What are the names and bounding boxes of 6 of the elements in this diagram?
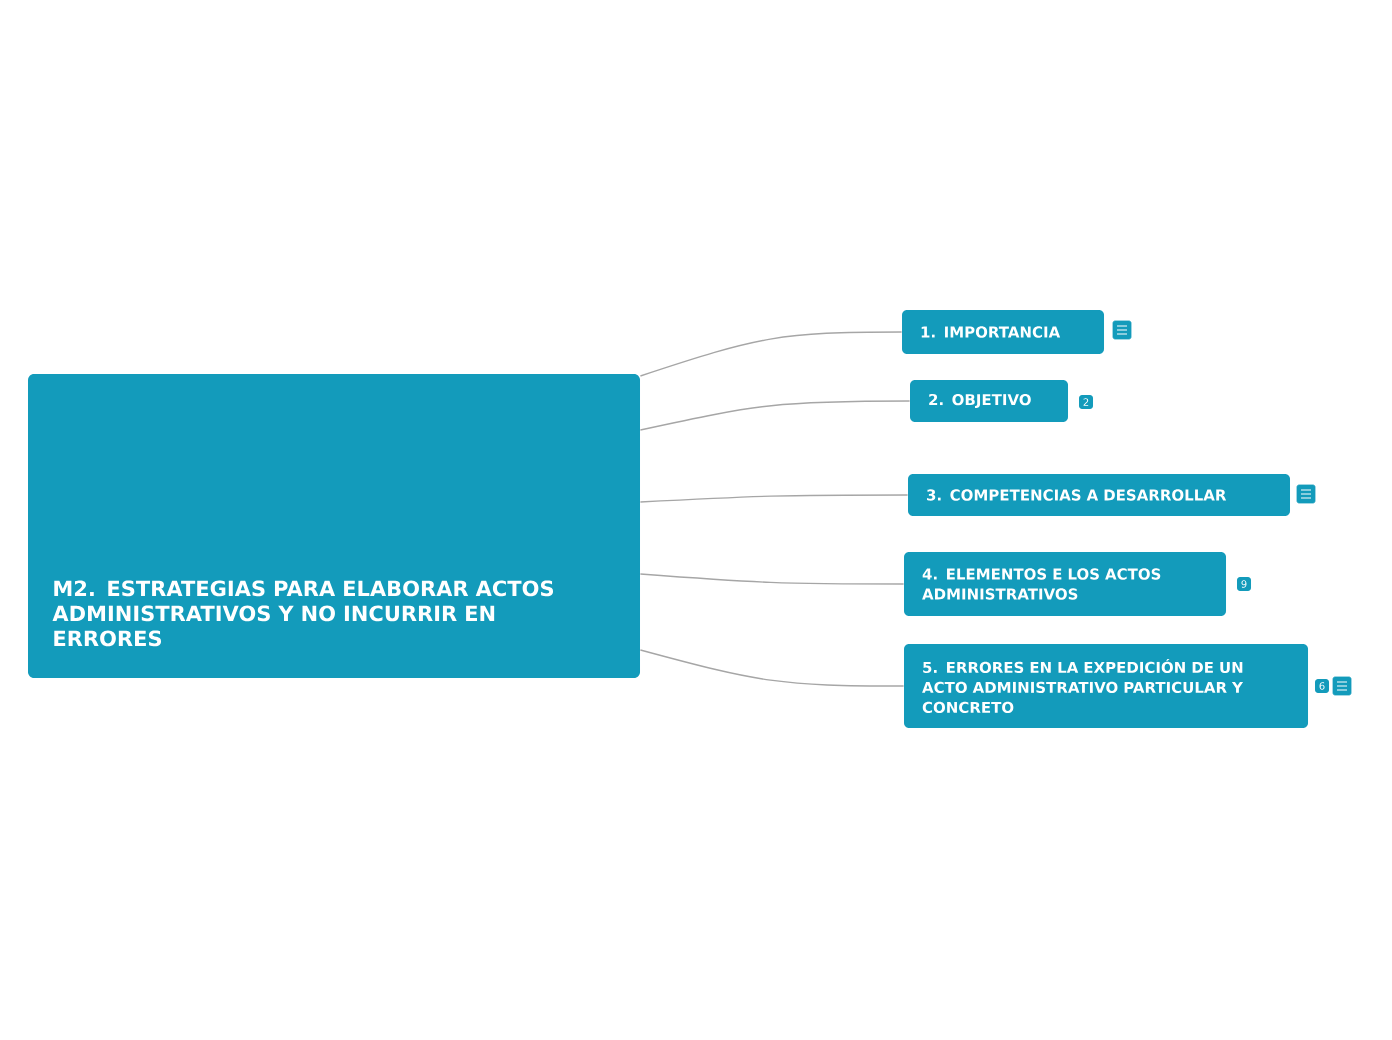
topic-box: M2. ESTRATEGIAS PARA ELABORAR ACTOS ADMINISTRATIVOS Y NO INCURRIR EN ERRORES xyxy=(28,374,640,678)
connector-line xyxy=(639,400,911,431)
connector-line xyxy=(639,494,909,503)
connector-line xyxy=(639,649,905,687)
connector-line xyxy=(639,331,903,377)
connector-line xyxy=(639,573,905,585)
